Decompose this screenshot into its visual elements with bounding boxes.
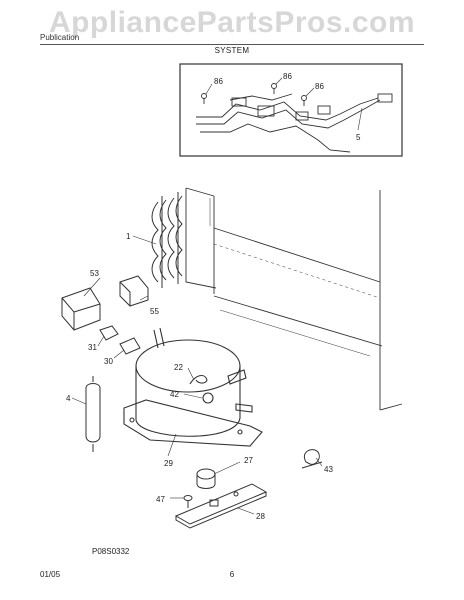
callout-5: 5 — [356, 133, 361, 142]
publication-label: Publication — [40, 33, 80, 42]
callout-22: 22 — [174, 363, 183, 372]
inset-box — [179, 63, 403, 157]
header-rule — [40, 44, 424, 45]
callout-4: 4 — [66, 394, 71, 403]
condenser-coil — [151, 192, 183, 288]
callout-53: 53 — [90, 269, 99, 278]
cabinet-outline — [185, 187, 403, 411]
callout-47: 47 — [156, 495, 165, 504]
wire-harness — [196, 83, 393, 153]
callout-86-right: 86 — [315, 82, 324, 91]
callout-28: 28 — [256, 512, 265, 521]
clip-part-43 — [301, 449, 323, 469]
overload-part-55 — [119, 275, 149, 307]
compressor-part-29 — [123, 327, 263, 447]
watermark-text: AppliancePartsPros.com — [48, 6, 416, 39]
callout-30: 30 — [104, 357, 113, 366]
connector-part-31 — [99, 325, 119, 341]
callout-55: 55 — [150, 307, 159, 316]
callout-42: 42 — [170, 390, 179, 399]
drier-part-4 — [85, 376, 101, 452]
footer-date: 01/05 — [40, 570, 61, 579]
callout-43: 43 — [324, 465, 333, 474]
relay-part-53 — [61, 287, 101, 331]
section-title: SYSTEM — [214, 46, 250, 55]
connector-part-30 — [119, 337, 141, 355]
callout-27: 27 — [244, 456, 253, 465]
callout-1: 1 — [126, 232, 131, 241]
diagram-code: P08S0332 — [92, 547, 130, 556]
mounting-plate-part-28 — [174, 483, 268, 529]
inset-leader-lines — [205, 77, 363, 131]
callout-31: 31 — [88, 343, 97, 352]
page-number: 6 — [229, 570, 235, 579]
callout-leaders — [71, 235, 323, 515]
grommet-part-27 — [196, 468, 216, 489]
callout-86-left: 86 — [214, 77, 223, 86]
callout-29: 29 — [164, 459, 173, 468]
screw-part-47 — [183, 495, 193, 508]
callout-86-middle: 86 — [283, 72, 292, 81]
